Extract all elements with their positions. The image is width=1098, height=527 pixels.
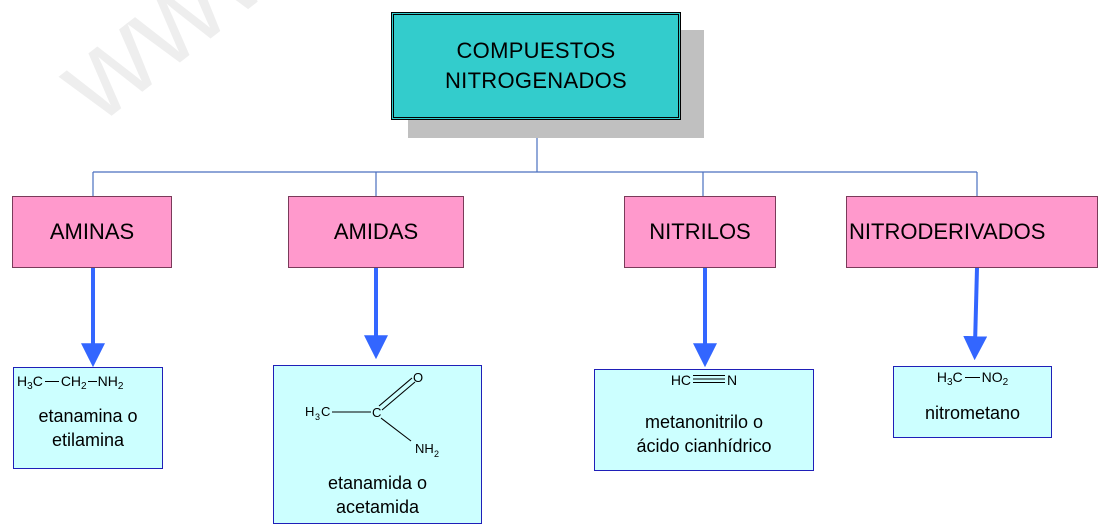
- formula-atom: H: [305, 404, 314, 419]
- bond-line: [964, 377, 980, 378]
- arrow-nitroderivados: [963, 267, 988, 361]
- example-amidas: H 3 C C O NH 2 etanamida o acetamida: [273, 365, 482, 524]
- acetamide-structure: H 3 C C O NH 2: [305, 370, 439, 459]
- example-nitroderivados: H3C NO2 nitrometano: [893, 366, 1052, 438]
- formula-atom: CH: [60, 373, 82, 389]
- formula-metanonitrilo: HC N: [595, 372, 813, 388]
- formula-subscript: 2: [1002, 377, 1009, 388]
- triple-bond: [693, 375, 726, 383]
- formula-atom: NH: [97, 373, 118, 389]
- bond-line: [44, 381, 59, 382]
- example-nitrilos: HC N metanonitrilo o ácido cianhídrico: [594, 369, 814, 471]
- example-name: etanamina o etilamina: [14, 404, 162, 452]
- root-title-line1: COMPUESTOS: [456, 38, 616, 63]
- formula-atom: C: [321, 404, 330, 419]
- category-nitrilos: NITRILOS: [624, 196, 776, 268]
- formula-atom: NO: [981, 369, 1003, 385]
- formula-atom: N: [727, 372, 738, 388]
- category-aminas: AMINAS: [12, 196, 172, 268]
- bond-line: [87, 381, 97, 382]
- example-name: metanonitrilo o ácido cianhídrico: [595, 410, 813, 458]
- bond-lines: [332, 377, 416, 442]
- formula-subscript: 2: [434, 449, 439, 459]
- example-name-line1: metanonitrilo o: [644, 412, 764, 432]
- formula-atom: C: [952, 369, 963, 385]
- formula-subscript: 3: [27, 381, 33, 392]
- formula-atom: C: [372, 405, 381, 420]
- formula-atom: HC: [670, 372, 692, 388]
- example-name: nitrometano: [924, 403, 1021, 423]
- formula-subscript: 3: [946, 377, 953, 388]
- example-name: etanamida o acetamida: [274, 471, 481, 519]
- category-amidas: AMIDAS: [288, 196, 464, 268]
- formula-subscript: 3: [315, 412, 320, 422]
- root-node: COMPUESTOS NITROGENADOS: [391, 12, 681, 120]
- category-nitroderivados: NITRODERIVADOS: [846, 196, 1098, 268]
- example-name-line1: etanamida o: [327, 473, 428, 493]
- formula-atom: NH: [415, 441, 434, 456]
- example-name-line2: ácido cianhídrico: [636, 436, 772, 456]
- formula-atom: C: [32, 373, 43, 389]
- example-name-line2: etilamina: [51, 430, 125, 450]
- formula-atom: H: [17, 373, 28, 389]
- root-title-line2: NITROGENADOS: [444, 68, 628, 93]
- formula-subscript: 2: [81, 381, 87, 392]
- formula-subscript: 2: [117, 381, 124, 392]
- formula-nitrometano: H3C NO2: [894, 369, 1051, 388]
- example-name-line2: acetamida: [335, 497, 420, 517]
- formula-atom: H: [936, 369, 947, 385]
- example-name-line1: etanamina o: [38, 406, 138, 426]
- formula-atom: O: [413, 370, 423, 385]
